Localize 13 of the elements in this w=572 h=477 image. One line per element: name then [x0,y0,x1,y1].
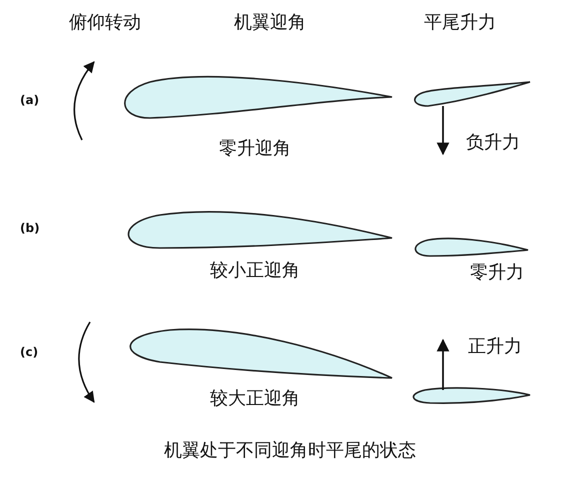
text-label: 零升力 [470,261,524,284]
text-label: 机翼迎角 [234,11,306,34]
text-label: 平尾升力 [424,11,496,34]
row-label: (a) [20,93,40,107]
row-label: (b) [20,221,40,235]
caption: 机翼处于不同迎角时平尾的状态 [164,439,416,462]
text-label: 负升力 [466,131,520,154]
row-label: (c) [20,345,38,359]
text-label: 俯仰转动 [69,11,141,34]
text-label: 正升力 [468,335,522,358]
text-label: 较小正迎角 [210,259,300,282]
text-label: 较大正迎角 [210,387,300,410]
text-label: 零升迎角 [219,137,291,160]
